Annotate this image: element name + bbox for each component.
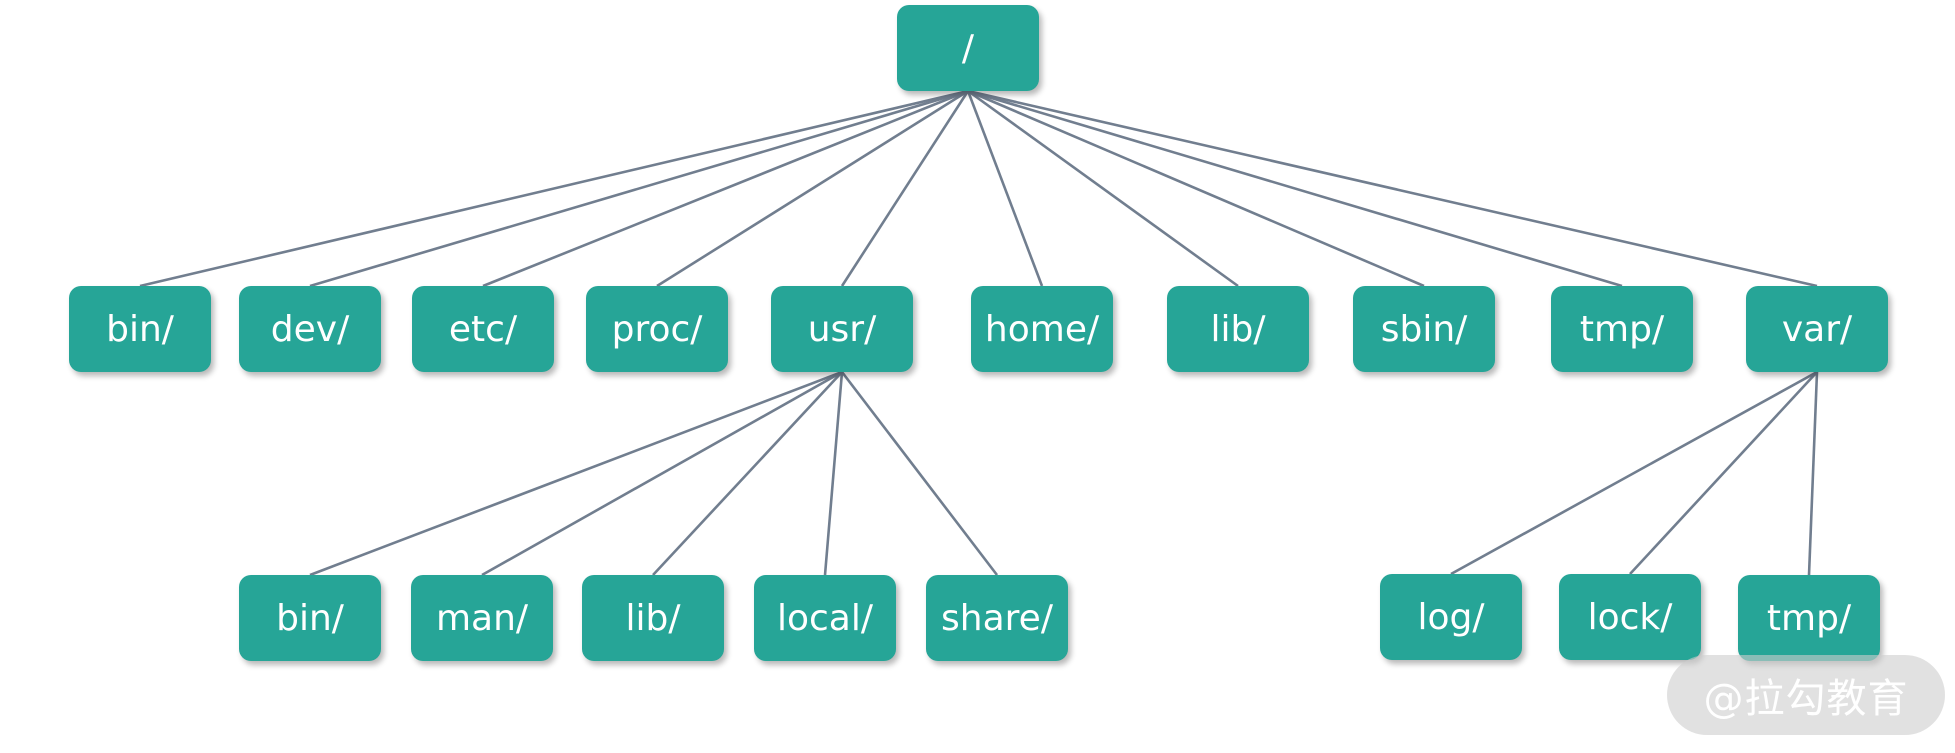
edge-root-to-etc bbox=[482, 89, 969, 288]
node-usr: usr/ bbox=[771, 286, 913, 372]
edge-root-to-bin bbox=[139, 89, 969, 288]
node-root: / bbox=[897, 5, 1039, 91]
watermark-badge: @拉勾教育 bbox=[1667, 655, 1945, 735]
edge-var-to-var-log bbox=[1450, 370, 1818, 576]
edge-var-to-var-tmp bbox=[1807, 371, 1819, 576]
edge-usr-to-usr-share bbox=[840, 371, 999, 576]
edge-root-to-dev bbox=[309, 89, 969, 288]
edge-var-to-var-lock bbox=[1629, 371, 1818, 575]
node-var: var/ bbox=[1746, 286, 1888, 372]
node-var-tmp: tmp/ bbox=[1738, 575, 1880, 661]
node-etc: etc/ bbox=[412, 286, 554, 372]
node-home: home/ bbox=[971, 286, 1113, 372]
edge-root-to-lib bbox=[967, 89, 1239, 288]
edge-usr-to-usr-man bbox=[481, 370, 843, 577]
node-tmp: tmp/ bbox=[1551, 286, 1693, 372]
node-proc: proc/ bbox=[586, 286, 728, 372]
edge-root-to-usr bbox=[840, 90, 970, 287]
edge-root-to-home bbox=[966, 90, 1044, 287]
node-usr-bin: bin/ bbox=[239, 575, 381, 661]
node-var-lock: lock/ bbox=[1559, 574, 1701, 660]
edge-usr-to-usr-local bbox=[823, 371, 844, 576]
node-bin: bin/ bbox=[69, 286, 211, 372]
node-dev: dev/ bbox=[239, 286, 381, 372]
edge-root-to-proc bbox=[656, 89, 969, 288]
node-usr-local: local/ bbox=[754, 575, 896, 661]
node-sbin: sbin/ bbox=[1353, 286, 1495, 372]
node-usr-man: man/ bbox=[411, 575, 553, 661]
node-usr-lib: lib/ bbox=[582, 575, 724, 661]
edge-usr-to-usr-lib bbox=[652, 371, 843, 576]
edge-root-to-sbin bbox=[967, 89, 1425, 288]
node-lib: lib/ bbox=[1167, 286, 1309, 372]
node-usr-share: share/ bbox=[926, 575, 1068, 661]
edge-usr-to-usr-bin bbox=[309, 370, 843, 577]
edge-root-to-tmp bbox=[967, 89, 1623, 288]
node-var-log: log/ bbox=[1380, 574, 1522, 660]
edge-root-to-var bbox=[967, 89, 1818, 288]
